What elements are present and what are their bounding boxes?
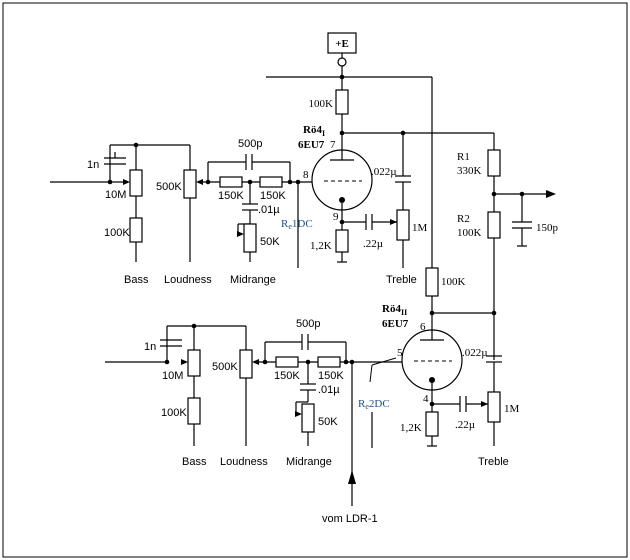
output-arrow: [546, 190, 556, 198]
stage2-mid-label: Midrange: [286, 456, 332, 468]
stage1-bass-cap: 1n: [87, 159, 99, 171]
stage1-tube-type: 6EU7: [298, 139, 325, 151]
stage1-loudness-pot: [183, 169, 197, 199]
stage2-plate-resistor: [425, 267, 439, 297]
stage2-tube-name: Rö4II: [382, 303, 407, 317]
output-cap: 150p: [536, 222, 559, 234]
stage1-mid-resistor-left-label: 150K: [218, 190, 244, 202]
stage2-bass-resistor-label: 100K: [161, 407, 187, 419]
stage2-pin-plate: 6: [420, 321, 426, 333]
stage1-pin-grid: 8: [303, 169, 309, 181]
stage1-ldr-label: Re1DC: [281, 218, 313, 231]
stage2-coupling-cap: .022µ: [462, 347, 488, 359]
stage1-cathode-resistor: [335, 229, 349, 253]
output-r1-name: R1: [457, 151, 470, 163]
stage2-bass-label: Bass: [182, 456, 207, 468]
supply-label: +E: [335, 38, 349, 50]
stage2-treble-pot-label: 1M: [504, 403, 520, 415]
stage2-mid-cap-bottom: .01µ: [318, 384, 340, 396]
stage2-cathode-resistor-label: 1,2K: [400, 422, 422, 434]
stage1-cathode-cap: .22µ: [363, 238, 383, 250]
stage1-bass-pot: [129, 169, 143, 197]
stage1-mid-cap-bottom: .01µ: [258, 204, 280, 216]
stage2-ldr-label: Re2DC: [358, 398, 390, 411]
stage1-treble-pot-label: 1M: [412, 222, 428, 234]
stage2-bass-pot-label: 10M: [162, 370, 183, 382]
stage2-mid-resistor-left-label: 150K: [274, 370, 300, 382]
output-r1: [487, 149, 501, 177]
stage1-plate-resistor-label: 100K: [309, 98, 334, 110]
stage1-bass-label: Bass: [124, 274, 149, 286]
stage1-mid-cap-top: 500p: [238, 138, 262, 150]
stage1-mid-resistor-right-label: 150K: [260, 190, 286, 202]
stage2-plate-resistor-label: 100K: [441, 276, 466, 288]
stage1-loudness-label: Loudness: [164, 274, 212, 286]
stage2-bass-pot: [187, 349, 201, 377]
stage1-coupling-cap: .022µ: [371, 166, 397, 178]
output-r2-name: R2: [457, 213, 470, 225]
stage1-plate-resistor: [335, 89, 349, 115]
stage2-mid-resistor-left: [275, 356, 299, 368]
stage1-bass-resistor: [129, 217, 143, 243]
supply-terminal: [337, 57, 347, 67]
stage2-loudness-pot: [239, 349, 253, 379]
stage1-pin-plate: 7: [330, 139, 336, 151]
stage1-mid-resistor-left: [219, 176, 243, 188]
stage1-bass-pot-label: 10M: [105, 189, 126, 201]
stage2-loudness-pot-label: 500K: [212, 361, 238, 373]
output-r1-value: 330K: [457, 165, 482, 177]
stage1-tube-name: Rö4I: [303, 124, 325, 138]
stage2-cathode-resistor: [425, 411, 439, 437]
stage1-loudness-pot-label: 500K: [156, 181, 182, 193]
stage2-pin-grid: 5: [397, 347, 403, 359]
stage1-bass-resistor-label: 100K: [104, 227, 130, 239]
output-r2: [487, 211, 501, 239]
stage2-bass-cap: 1n: [144, 341, 156, 353]
stage2-mid-resistor-right-label: 150K: [318, 370, 344, 382]
ldr-input-arrow: [348, 470, 356, 484]
stage1-treble-label: Treble: [386, 274, 417, 286]
stage2-pin-cathode: 4: [423, 393, 429, 405]
stage1-pin-cathode: 9: [333, 211, 339, 223]
output-r2-value: 100K: [457, 227, 482, 239]
stage2-cathode-cap: .22µ: [455, 419, 475, 431]
stage1-mid-pot: [243, 223, 257, 253]
stage2-mid-pot: [301, 403, 315, 433]
stage1-mid-pot-label: 50K: [260, 236, 280, 248]
stage2-tube-type: 6EU7: [382, 318, 409, 330]
stage2-mid-resistor-right: [317, 356, 341, 368]
stage2-loudness-label: Loudness: [220, 456, 268, 468]
stage1-mid-label: Midrange: [230, 274, 276, 286]
ldr-input-label: vom LDR-1: [322, 513, 378, 525]
stage2-mid-pot-label: 50K: [318, 416, 338, 428]
stage2-treble-pot: [487, 391, 501, 423]
stage2-treble-label: Treble: [478, 456, 509, 468]
stage2-mid-cap-top: 500p: [296, 318, 320, 330]
stage1-treble-pot: [396, 209, 410, 241]
stage2-bass-resistor: [187, 397, 201, 425]
stage1-cathode-resistor-label: 1,2K: [310, 240, 332, 252]
stage1-mid-resistor-right: [259, 176, 283, 188]
